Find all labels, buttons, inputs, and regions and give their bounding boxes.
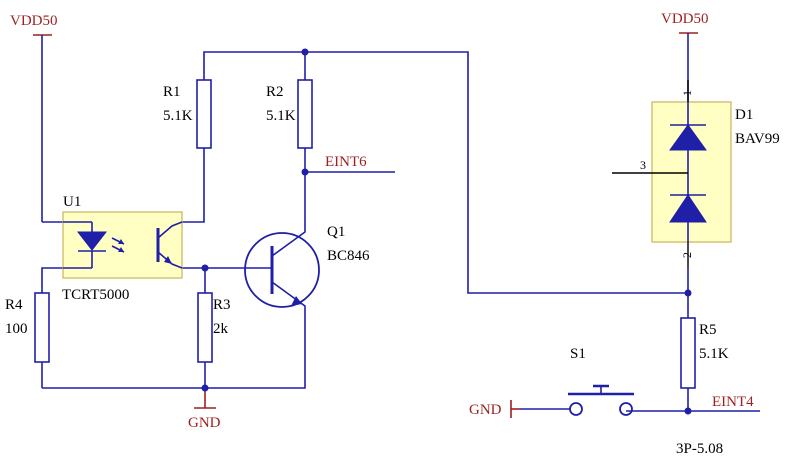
d1-pin2: 2 xyxy=(680,252,694,258)
gnd-bottom-label: GND xyxy=(188,415,221,431)
s1-ref: S1 xyxy=(570,346,586,362)
vdd-left-label: VDD50 xyxy=(10,13,58,29)
r3-resistor xyxy=(197,292,213,363)
eint6-label: EINT6 xyxy=(325,154,367,170)
d1-ref: D1 xyxy=(735,107,753,123)
u1-optocoupler xyxy=(62,211,183,279)
d1-pin1: 1 xyxy=(680,90,694,96)
r4-ref: R4 xyxy=(5,297,23,313)
vdd-right-label: VDD50 xyxy=(661,11,709,27)
r2-resistor xyxy=(297,79,313,149)
r5-ref: R5 xyxy=(699,322,717,338)
gnd-switch-label: GND xyxy=(469,402,502,418)
r2-ref: R2 xyxy=(266,84,284,100)
u1-value: TCRT5000 xyxy=(62,287,129,303)
vdd-left-symbol xyxy=(33,34,52,222)
r5-resistor xyxy=(680,317,696,389)
d1-pin3: 3 xyxy=(640,158,646,172)
u1-ref: U1 xyxy=(63,194,81,210)
right-lower-wires xyxy=(520,388,760,412)
r4-resistor xyxy=(34,292,50,363)
r3-value: 2k xyxy=(213,321,229,337)
r1-value: 5.1K xyxy=(163,108,193,124)
q1-transistor xyxy=(244,222,320,312)
junction-dots xyxy=(201,48,692,415)
connector-footer-label: 3P-5.08 xyxy=(676,441,723,457)
d1-value: BAV99 xyxy=(735,131,780,147)
gnd-bottom-symbol xyxy=(194,390,216,409)
s1-switch xyxy=(568,384,634,416)
r2-value: 5.1K xyxy=(266,108,296,124)
eint4-label: EINT4 xyxy=(712,394,754,410)
d1-diode-pair xyxy=(612,80,732,318)
r4-value: 100 xyxy=(5,321,28,337)
r1-resistor xyxy=(196,79,212,149)
q1-ref: Q1 xyxy=(327,224,345,240)
q1-value: BC846 xyxy=(327,248,370,264)
r5-value: 5.1K xyxy=(699,346,729,362)
r1-ref: R1 xyxy=(163,84,181,100)
r3-ref: R3 xyxy=(213,297,231,313)
gnd-switch-symbol xyxy=(510,400,520,418)
left-wires xyxy=(41,51,688,390)
